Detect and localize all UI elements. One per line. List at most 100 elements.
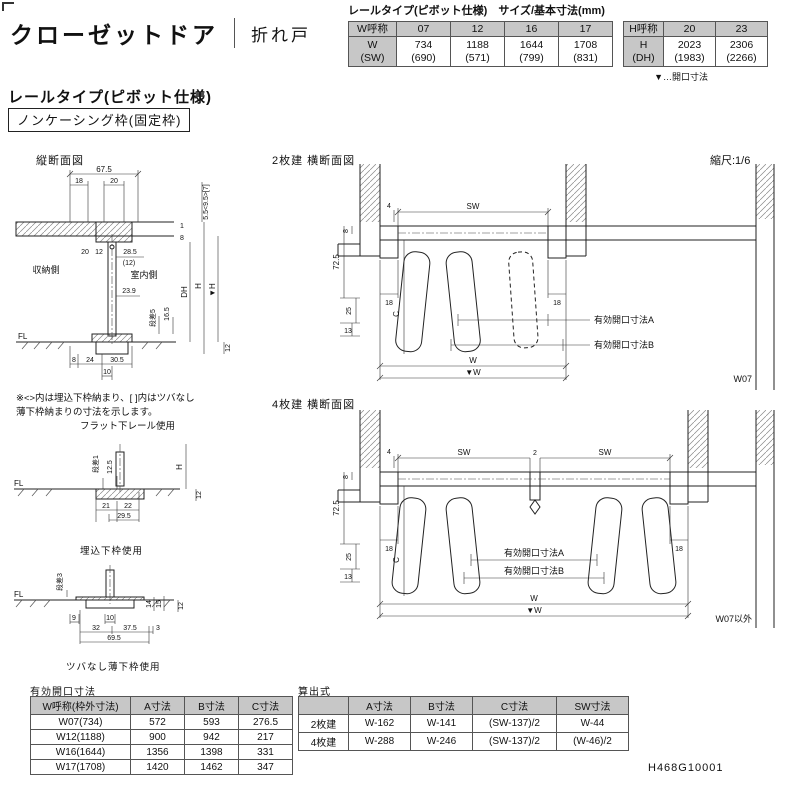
w-subvalue: (571) xyxy=(465,51,490,64)
fl-label: FL xyxy=(14,479,24,488)
w-row-header: W (SW) xyxy=(348,36,397,67)
cell: W-246 xyxy=(410,732,473,751)
dim-label: 69.5 xyxy=(107,635,121,642)
dim-label: 18 xyxy=(675,546,683,553)
h-value: 2306 xyxy=(729,38,754,51)
dim-label: (12) xyxy=(123,260,135,267)
cs2-dim-lines xyxy=(340,208,590,382)
rail-type-heading: レールタイプ(ピボット仕様) xyxy=(8,89,212,106)
h-row-header-main: H xyxy=(639,38,648,51)
h-row-header-sub: (DH) xyxy=(632,51,655,64)
column-header: A寸法 xyxy=(348,696,411,715)
dim-label: 72.5 xyxy=(332,500,341,516)
formula-table-title: 算出式 xyxy=(298,687,331,698)
h-value: 2023 xyxy=(677,38,702,51)
scale-label: 縮尺:1/6 xyxy=(710,155,751,167)
vs-dim-lines xyxy=(66,170,225,380)
dim-sw-label: SW xyxy=(467,202,480,211)
column-header: W呼称(枠外寸法) xyxy=(30,696,131,715)
note-line: ※<>内は埋込下枠納まり、[ ]内はツバなし xyxy=(16,393,195,404)
fs-ground-hatch xyxy=(17,488,175,497)
w-subvalue: (690) xyxy=(411,51,436,64)
dim-label: 4 xyxy=(387,203,391,210)
dim-label: 18 xyxy=(75,178,83,185)
cell: 593 xyxy=(184,714,239,730)
cell: (SW-137)/2 xyxy=(472,732,557,751)
cell: W12(1188) xyxy=(30,729,131,745)
dim-label: 1 xyxy=(180,223,184,230)
cell: 331 xyxy=(238,744,293,760)
dim-label: 32 xyxy=(92,625,100,632)
table-row: 2枚建 W-162 W-141 (SW-137)/2 W-44 xyxy=(298,714,629,733)
cell: 1462 xyxy=(184,759,239,775)
effective-opening-a-label: 有効開口寸法A xyxy=(594,314,654,325)
dim-h-label: H xyxy=(194,283,203,289)
dim-label: 12 xyxy=(95,249,103,256)
cell: 1398 xyxy=(184,744,239,760)
cell: 900 xyxy=(130,729,185,745)
dim-label: 10 xyxy=(106,615,114,622)
cell: W-162 xyxy=(348,714,411,733)
dim-h-open-label: ▼H xyxy=(208,283,217,297)
cs2-walls xyxy=(337,164,775,390)
frame-type-badge: ノンケーシング枠(固定枠) xyxy=(8,108,191,132)
dim-label: 10 xyxy=(103,369,111,376)
opening-table-title: 有効開口寸法 xyxy=(30,687,96,698)
dim-w-open-label: ▼W xyxy=(465,368,481,377)
dim-label: 18 xyxy=(385,546,393,553)
dim-label: 12 xyxy=(225,344,232,352)
w-value: 1188 xyxy=(466,38,489,51)
cs4-walls xyxy=(337,410,775,628)
dim-label: 12.5 xyxy=(107,460,114,474)
w-value: 1644 xyxy=(519,38,544,51)
w-row-header-sub: (SW) xyxy=(360,51,385,64)
dim-dh-label: DH xyxy=(180,286,189,298)
cell: W07(734) xyxy=(30,714,131,730)
cell: 1356 xyxy=(130,744,185,760)
w-value-cell: 734 (690) xyxy=(396,36,451,67)
dim-label: 37.5 xyxy=(123,625,137,632)
w-col: 16 xyxy=(504,21,559,37)
effective-opening-b-label: 有効開口寸法B xyxy=(594,339,654,350)
opening-legend: ▼…開口寸法 xyxy=(654,72,708,82)
cell: W-288 xyxy=(348,732,411,751)
dim-w-open-label: ▼W xyxy=(526,606,542,615)
dim-sw-label: SW xyxy=(458,448,471,457)
dim-label: 29.5 xyxy=(117,513,131,520)
table-row: W16(1644) 1356 1398 331 xyxy=(30,744,293,760)
thin-sill-caption: ツバなし薄下枠使用 xyxy=(66,662,161,673)
w-col: 17 xyxy=(558,21,613,37)
w-value: 1708 xyxy=(573,38,598,51)
cross-section-2-drawing: 4 SW 8 72.5 25 13 18 18 C 有効開口寸法A 有効開口寸法… xyxy=(332,164,775,390)
height-size-table: H呼称 20 23 H (DH) 2023 (1983) 2306 ( xyxy=(623,21,768,67)
h-value-cell: 2023 (1983) xyxy=(663,36,716,67)
w-value: 734 xyxy=(414,38,433,51)
document-number: H468G10001 xyxy=(648,762,724,774)
dim-label: 22 xyxy=(124,503,132,510)
cell: (SW-137)/2 xyxy=(472,714,557,733)
cell: W-44 xyxy=(556,714,629,733)
formula-table: A寸法 B寸法 C寸法 SW寸法 2枚建 W-162 W-141 (SW-137… xyxy=(298,696,629,751)
h-row-header: H (DH) xyxy=(623,36,664,67)
width-size-table: W呼称 07 12 16 17 W (SW) 734 (690) xyxy=(348,21,613,67)
dim-label: 8 xyxy=(72,357,76,364)
vs-ground-hatch xyxy=(21,341,163,350)
dim-label: 段差3 xyxy=(55,573,64,591)
dim-label: 21 xyxy=(102,503,110,510)
w-col: 12 xyxy=(450,21,505,37)
title-block: クローゼットドア 折れ戸 xyxy=(10,16,311,50)
dim-label: 25 xyxy=(346,307,353,315)
vertical-section-title: 縦断面図 xyxy=(36,155,84,167)
dim-c-label: C xyxy=(392,311,401,317)
page-subtitle: 折れ戸 xyxy=(251,25,311,45)
dim-label: 25 xyxy=(346,553,353,561)
dim-label: 20 xyxy=(81,249,89,256)
dim-label: 5.5<9.5>[7] xyxy=(203,184,210,219)
applies-to-label: W07 xyxy=(733,374,752,384)
effective-opening-b-label: 有効開口寸法B xyxy=(504,565,564,576)
h-value-cell: 2306 (2266) xyxy=(715,36,768,67)
w-value-cell: 1644 (799) xyxy=(504,36,559,67)
flush-sill-caption: 埋込下枠使用 xyxy=(80,546,144,557)
flush-sill-drawing: 段差1 12.5 FL H 12 21 22 29.5 xyxy=(14,444,203,522)
dim-label: H xyxy=(175,464,184,470)
